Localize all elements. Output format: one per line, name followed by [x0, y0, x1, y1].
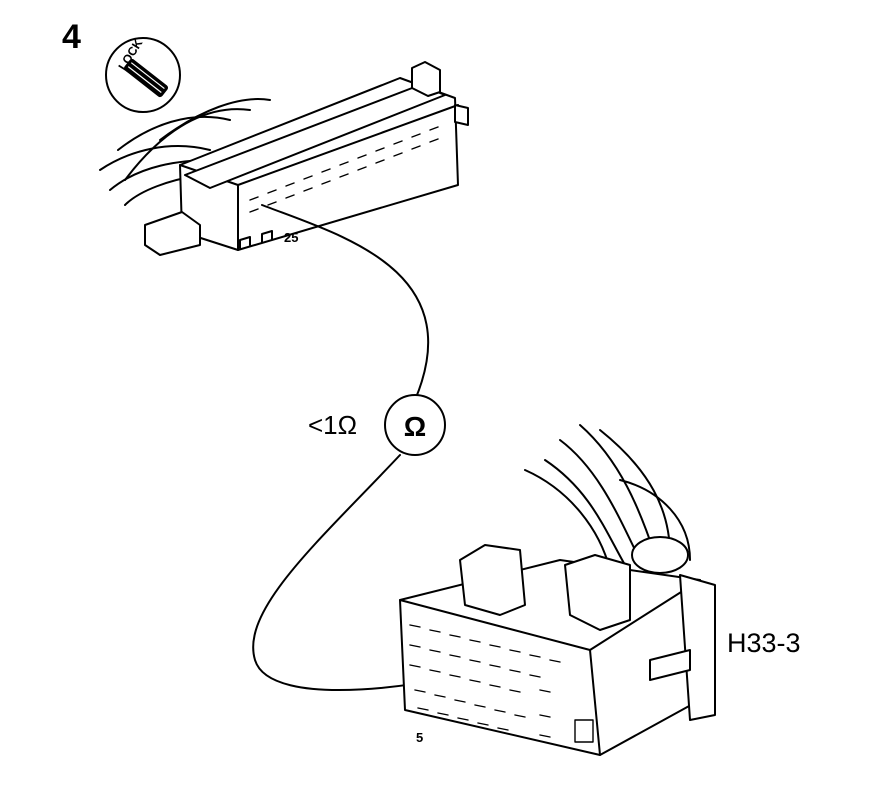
- test-lead: [261, 204, 430, 401]
- ignition-lock-icon: LOCK: [105, 36, 181, 113]
- upper-connector: [99, 61, 469, 256]
- ohmmeter-icon: [384, 394, 446, 456]
- step-number: 4: [62, 18, 81, 56]
- upper-pin-label: 25: [284, 230, 298, 245]
- lower-pin-label: 5: [416, 730, 423, 745]
- lower-connector: [399, 424, 716, 756]
- connector-label: H33-3: [727, 628, 801, 658]
- ohm-symbol: Ω: [404, 411, 426, 442]
- resistance-reading: <1Ω: [308, 410, 357, 440]
